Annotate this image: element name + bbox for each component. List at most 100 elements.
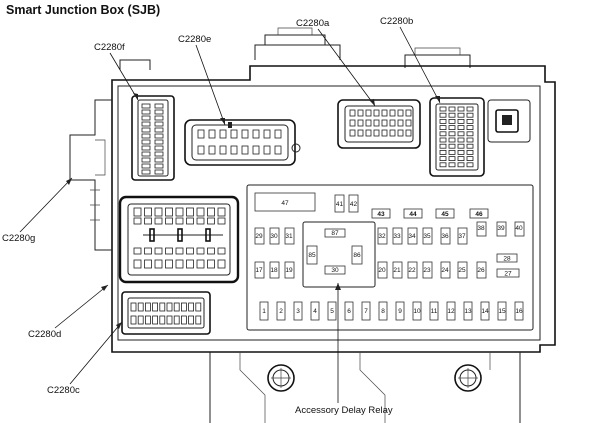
connector-pin: [466, 131, 474, 137]
connector-pin: [252, 129, 260, 139]
connector-pin: [439, 149, 447, 155]
connector-pin: [154, 151, 164, 157]
fuse-21-label: 21: [393, 267, 401, 274]
connector-pin: [448, 112, 456, 118]
fuse-40-label: 40: [515, 225, 523, 232]
fuse-box: [395, 301, 405, 321]
connector-pin: [186, 247, 194, 255]
connector-pin: [357, 119, 364, 127]
connector-pin: [165, 247, 173, 255]
fuse-box: [254, 261, 265, 279]
fuse-box: [284, 261, 295, 279]
connector-pin: [217, 259, 226, 269]
fuse-23-label: 23: [423, 267, 431, 274]
connector-pin: [144, 315, 151, 325]
diagram-title: Smart Junction Box (SJB): [6, 3, 161, 17]
connector-pin: [373, 119, 380, 127]
connector-pin: [137, 315, 144, 325]
connector-pin: [405, 109, 412, 117]
connector-pin: [457, 137, 465, 143]
fuse-box: [310, 301, 320, 321]
connector-pin: [154, 103, 164, 109]
connector-pin: [457, 149, 465, 155]
connector-pin: [133, 217, 142, 225]
fuse-27-label: 27: [504, 271, 512, 278]
connector-pin: [154, 217, 163, 225]
sjb-housing: [69, 27, 556, 423]
fuse-11-label: 11: [431, 308, 438, 315]
connector-pin: [274, 145, 282, 155]
fuse-box: [496, 221, 507, 237]
connector-pin: [133, 207, 142, 217]
label-c2280a: C2280a: [296, 18, 330, 29]
callouts: C2280f C2280e C2280a C2280b C2280g C2280…: [2, 16, 441, 416]
connector-pin: [448, 125, 456, 130]
relay-pin-87-label: 87: [331, 230, 339, 237]
fuse-labels: 47 41 42 87 85 86 30 43 44 45 46 29 30 3…: [255, 200, 523, 315]
connector-pin: [457, 119, 465, 124]
connector-pin: [130, 302, 137, 312]
connector-pin: [357, 109, 364, 117]
fuse-box: [392, 261, 403, 279]
connector-pin: [263, 129, 271, 139]
fuse-9-label: 9: [398, 308, 402, 315]
connector-pin: [141, 115, 151, 121]
fuse-26-label: 26: [477, 267, 485, 274]
connector-pin: [217, 217, 226, 225]
fuse-box: [476, 261, 487, 279]
connector-pin: [448, 156, 456, 162]
connector-pin: [154, 163, 164, 169]
connector-pin: [175, 259, 184, 269]
connector-pin: [195, 315, 202, 325]
label-c2280e: C2280e: [178, 34, 211, 45]
connector-pin: [175, 207, 184, 217]
connector-pin: [144, 247, 152, 255]
connector-pin: [154, 109, 164, 115]
fuse-box: [371, 208, 391, 219]
connector-pin: [217, 247, 226, 255]
connector-pin: [133, 259, 142, 269]
connector-pin: [466, 112, 474, 118]
relay-pin-86-box: [351, 245, 363, 265]
connector-pin: [381, 109, 388, 117]
connector-pin: [439, 112, 447, 118]
connector-pin: [208, 129, 216, 139]
connector-pin: [141, 169, 151, 175]
fuse-12-label: 12: [447, 308, 455, 315]
connector-c2280c: [121, 291, 211, 335]
connector-pin: [457, 143, 465, 149]
fuse-box: [514, 221, 525, 237]
fuse-25-label: 25: [458, 267, 466, 274]
fuse-box: [422, 261, 433, 279]
connector-pin: [349, 129, 356, 137]
connector-pin: [365, 109, 372, 117]
connector-pin: [196, 259, 205, 269]
connector-pin: [365, 119, 372, 127]
fuse-16-label: 16: [515, 308, 523, 315]
connector-pin: [397, 109, 404, 117]
fuse-box: [377, 227, 388, 245]
connector-pin: [389, 109, 396, 117]
fuse-box: [514, 301, 524, 321]
connector-pin: [397, 129, 404, 137]
fuse-3-label: 3: [296, 308, 300, 315]
fuse-41: [334, 194, 345, 213]
fuse-27: [496, 268, 520, 278]
connector-c2280d: [118, 195, 240, 284]
connector-pin: [165, 207, 173, 217]
fuse-2-label: 2: [279, 308, 283, 315]
fuse-box: [254, 227, 265, 245]
fuse-box: [457, 227, 468, 245]
connector-pin: [241, 145, 249, 155]
connector-pin: [439, 137, 447, 143]
connector-pin: [207, 247, 215, 255]
fuse-42: [348, 194, 359, 213]
connector-pin: [457, 162, 465, 168]
fuse-box: [480, 301, 490, 321]
connector-c2280f: [131, 95, 175, 181]
connector-pin: [274, 129, 282, 139]
connector-key: [228, 122, 232, 128]
fuse-30-label: 30: [270, 233, 278, 240]
connector-pin: [263, 145, 271, 155]
